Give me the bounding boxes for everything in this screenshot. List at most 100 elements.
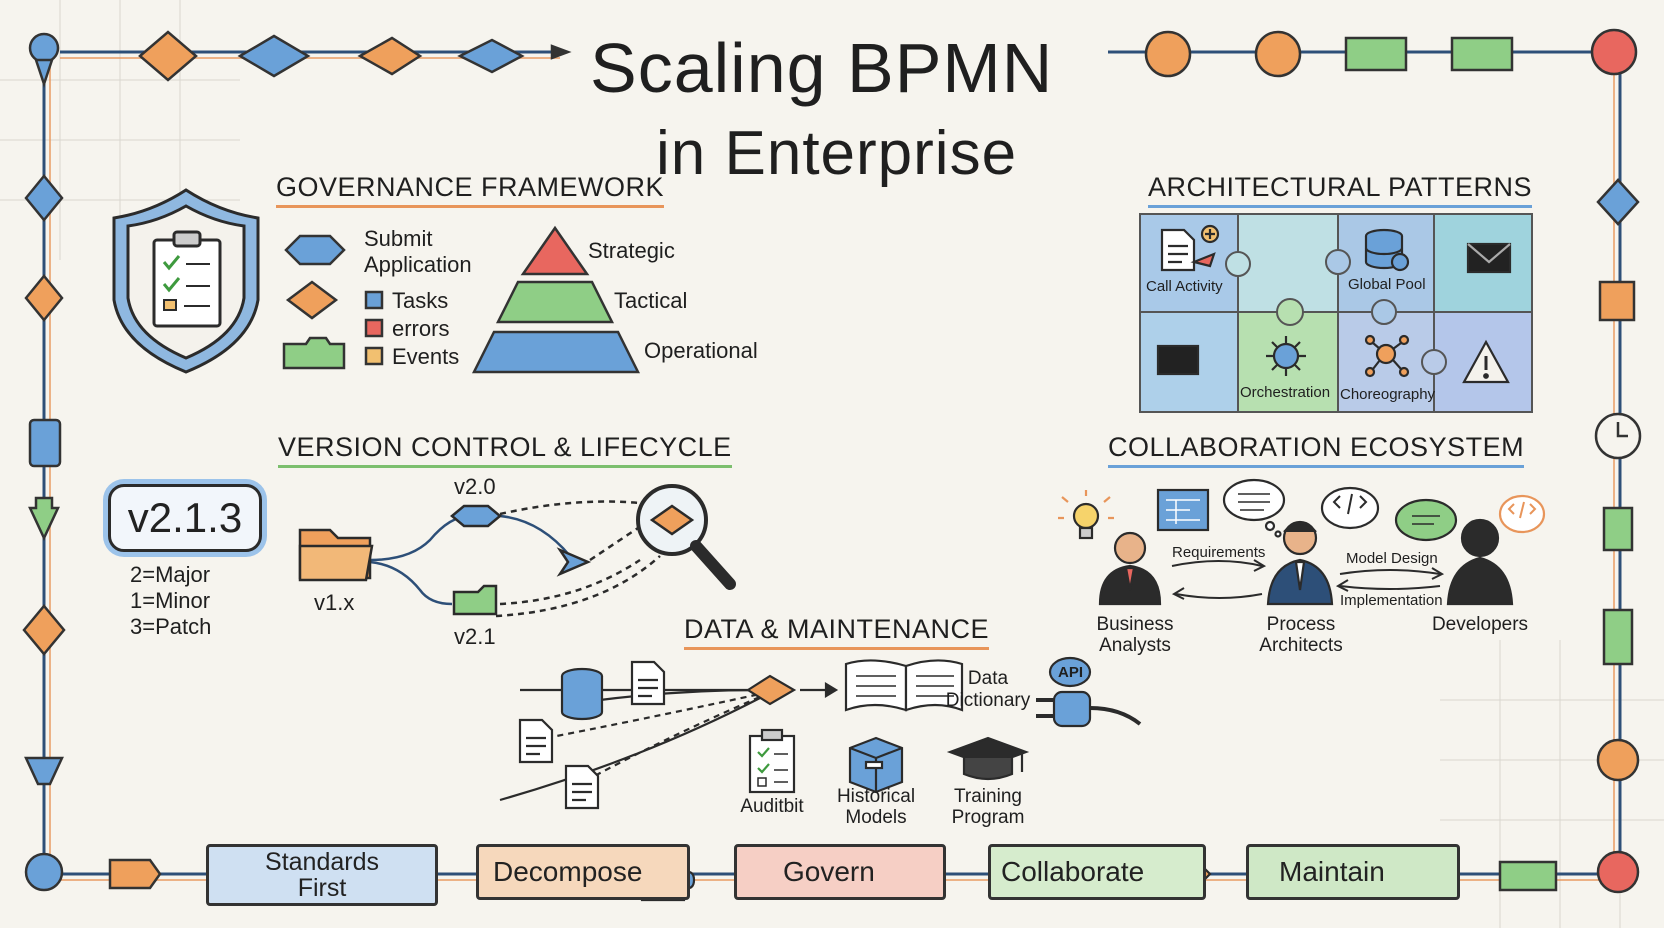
errors-swatch [364, 318, 384, 338]
business-analysts-label: Business Analysts [1096, 614, 1174, 656]
event-icon [1254, 30, 1302, 78]
warning-icon [1462, 339, 1510, 384]
merge-arrow-icon [556, 547, 592, 577]
events-label: Events [392, 344, 460, 369]
end-event-icon [1590, 28, 1638, 76]
document-icon [630, 660, 666, 706]
gateway-icon [1596, 178, 1640, 226]
book-icon [844, 659, 964, 712]
pyramid-strategic [520, 225, 590, 276]
stage-collaborate[interactable]: Collaborate [988, 844, 1206, 900]
document-icon [564, 764, 600, 810]
funnel-icon [24, 756, 64, 786]
shield-icon [112, 188, 260, 374]
gateway-icon [457, 38, 525, 74]
graduation-cap-icon [946, 736, 1030, 781]
task-icon [1602, 506, 1634, 552]
v20-node-icon [450, 504, 502, 528]
business-analyst-avatar [1098, 531, 1162, 606]
v21-node-icon [452, 584, 498, 616]
model-design-flow-label: Model Design [1346, 550, 1438, 567]
v20-label: v2.0 [454, 474, 496, 499]
task-icon [1344, 36, 1408, 72]
events-swatch [364, 346, 384, 366]
magnifier-icon [636, 484, 736, 590]
end-event-icon [1596, 850, 1640, 894]
errors-label: errors [392, 316, 450, 341]
task-icon [1450, 36, 1514, 72]
version-badge: v2.1.3 [108, 484, 262, 552]
choreography-label: Choreography [1340, 386, 1436, 403]
historical-models-label: Historical Models [836, 786, 916, 828]
event-icon [1144, 30, 1192, 78]
gateway-icon [24, 274, 64, 322]
submit-application-label: Submit Application [364, 226, 472, 277]
tasks-label: Tasks [392, 288, 449, 313]
task-icon [28, 418, 62, 468]
gateway-icon [237, 34, 311, 78]
code-tag-icon [1498, 494, 1546, 534]
version-patch-legend: 3=Patch [130, 614, 212, 639]
pyramid-tactical-label: Tactical [614, 288, 688, 313]
process-architect-avatar [1266, 520, 1334, 606]
auditbit-label: Auditbit [740, 796, 804, 817]
task-icon [1498, 860, 1558, 892]
task-icon [1598, 280, 1636, 322]
border-flow-shapes [22, 28, 1642, 894]
stage-govern-label: Govern [783, 856, 875, 887]
database-icon [560, 667, 604, 721]
submit-shape-icon [284, 234, 346, 266]
speech-bubble-icon [1222, 478, 1286, 538]
task-icon [1602, 608, 1634, 666]
stage-govern[interactable]: Govern [734, 844, 946, 900]
stage-maintain-label: Maintain [1279, 856, 1385, 887]
start-event-icon [28, 32, 60, 88]
choreography-icon [1364, 334, 1410, 378]
gateway-icon [357, 36, 423, 76]
api-plug-icon [1036, 656, 1142, 728]
version-heading: VERSION CONTROL & LIFECYCLE [278, 432, 732, 468]
folder-icon [298, 528, 374, 582]
governance-pyramid [471, 225, 641, 374]
orchestration-label: Orchestration [1240, 384, 1331, 401]
black-box-icon [1156, 344, 1200, 376]
event-icon [1596, 738, 1640, 782]
checklist-icon [748, 728, 796, 794]
gateway-icon [22, 604, 66, 656]
api-label: API [1058, 664, 1084, 681]
global-pool-label: Global Pool [1348, 276, 1426, 293]
stage-standards-first[interactable]: Standards First [206, 844, 438, 906]
collaboration-arrows [1171, 559, 1445, 600]
data-dictionary-label: Data Dictionary [945, 668, 1031, 711]
training-program-label: Training Program [951, 786, 1025, 828]
database-icon [1364, 228, 1410, 272]
tasks-swatch [364, 290, 384, 310]
call-activity-label: Call Activity [1146, 278, 1223, 295]
pyramid-strategic-label: Strategic [588, 238, 675, 263]
blueprint-icon [1156, 488, 1210, 532]
code-bubble-icon [1320, 486, 1380, 530]
lightbulb-icon [1058, 490, 1114, 540]
version-minor-legend: 1=Minor [130, 588, 211, 613]
developers-label: Developers [1431, 614, 1529, 635]
stage-decompose[interactable]: Decompose [476, 844, 690, 900]
v21-label: v2.1 [454, 624, 496, 649]
message-icon [1466, 242, 1512, 274]
stage-maintain[interactable]: Maintain [1246, 844, 1460, 900]
archive-box-icon [848, 736, 904, 794]
gateway-icon [24, 174, 64, 222]
orchestration-icon [1266, 336, 1306, 376]
requirements-flow-label: Requirements [1172, 544, 1266, 561]
implementation-flow-label: Implementation [1340, 592, 1443, 609]
stage-decompose-label: Decompose [493, 856, 643, 887]
gateway-icon [745, 674, 797, 706]
pyramid-operational [471, 330, 641, 374]
gateway-icon [138, 30, 198, 82]
document-icon [1160, 224, 1220, 272]
flow-arrow-icon [28, 496, 60, 541]
stage-collaborate-label: Collaborate [1001, 856, 1145, 887]
developer-avatar [1446, 518, 1514, 606]
document-icon [518, 718, 554, 764]
chat-bubble-icon [1394, 498, 1458, 542]
